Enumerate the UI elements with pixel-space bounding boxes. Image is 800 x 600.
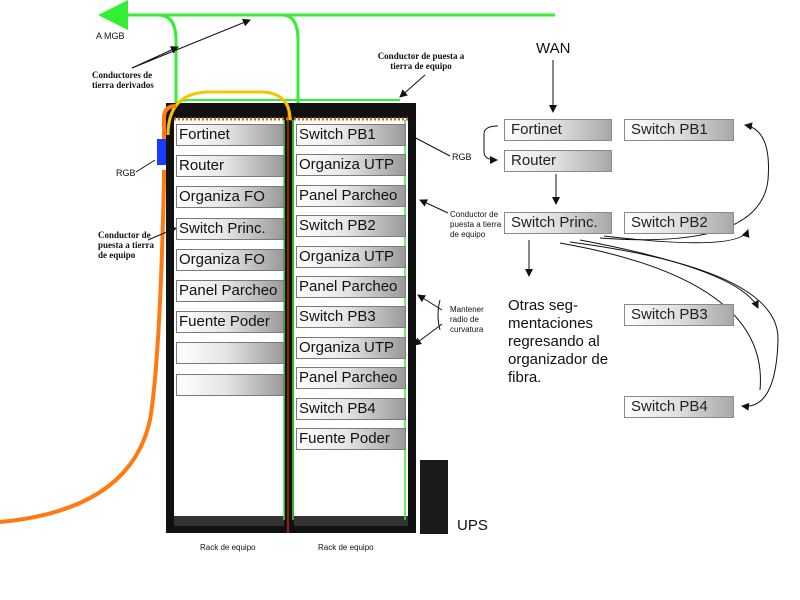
rack-right-unit-9: Panel Parcheo — [296, 367, 406, 390]
link-pb2 — [603, 229, 750, 244]
topology-switch-pb2: Switch PB2 — [624, 212, 734, 234]
arrow-fortinet-router — [483, 125, 499, 164]
rack-right-unit-5: Organiza UTP — [296, 245, 406, 268]
rack-right-unit-1: Switch PB1 — [296, 124, 406, 146]
link-pb1 — [599, 122, 770, 241]
rack-right-unit-8: Organiza UTP — [296, 336, 406, 359]
rack-right-unit-3: Panel Parcheo — [296, 184, 406, 207]
topology-router: Router — [504, 150, 612, 172]
rack-left-unit-6: Panel Parcheo — [176, 280, 284, 302]
leader-radio-brace — [437, 299, 441, 331]
link-pb4 — [569, 241, 779, 411]
topology-wan: WAN — [536, 40, 571, 57]
leader-conductor-mid — [419, 199, 449, 214]
link-pb3 — [579, 239, 759, 309]
leader-rgb-mid — [409, 134, 451, 157]
rack-left-unit-2: Router — [176, 155, 284, 178]
topology-switch-pb1: Switch PB1 — [624, 119, 734, 141]
rack-right-unit-10: Switch PB4 — [296, 397, 406, 420]
label-conductor-puesta-top: Conductor de puesta a tierra de equipo — [377, 51, 465, 71]
label-rgb-mid: RGB — [452, 152, 472, 162]
label-amgb: A MGB — [96, 31, 125, 41]
topology-fortinet: Fortinet — [504, 119, 612, 141]
rack-right-unit-2: Organiza UTP — [296, 154, 406, 177]
rack-left-unit-7: Fuente Poder — [176, 311, 284, 334]
fiber-orange — [0, 170, 166, 524]
derived-conductor-left — [157, 13, 178, 110]
rack-left-unit-4: Switch Princ. — [176, 217, 284, 240]
topology-switch-pb3: Switch PB3 — [624, 304, 734, 326]
ups-box — [420, 460, 448, 534]
leader-conductor-top — [399, 74, 426, 98]
rack-right-unit-11: Fuente Poder — [296, 428, 406, 450]
rack-right-unit-7: Switch PB3 — [296, 306, 406, 329]
label-conductor-puesta-left: Conductor de puesta a tierra de equipo — [98, 230, 154, 260]
topology-switch-princ: Switch Princ. — [504, 212, 612, 234]
rack-right-unit-6: Panel Parcheo — [296, 276, 406, 298]
rack-left-unit-8 — [176, 342, 284, 365]
fiber-yellow — [166, 90, 292, 136]
rack-left-unit-1: Fortinet — [176, 124, 284, 146]
rgb-blue-marker — [157, 139, 166, 165]
label-conductores-derivados: Conductores de tierra derivados — [92, 70, 154, 90]
rack-right-base — [294, 516, 408, 526]
label-rgb-left: RGB — [116, 168, 136, 178]
label-rack-left: Rack de equipo — [200, 543, 256, 552]
topology-switch-pb4: Switch PB4 — [624, 396, 734, 418]
label-mantener-radio: Mantener radio de curvatura — [450, 305, 484, 334]
rack-right-unit-4: Switch PB2 — [296, 215, 406, 238]
fiber-orange-top — [162, 104, 177, 150]
leader-derived-2 — [131, 18, 251, 69]
leader-conductor-left — [147, 227, 177, 241]
label-ups: UPS — [457, 517, 488, 534]
leader-radio-2 — [413, 323, 443, 346]
rack-left-unit-9 — [176, 373, 284, 396]
label-conductor-puesta-mid: Conductor de puesta a tierra de equipo — [450, 210, 502, 239]
rack-left-unit-3: Organiza FO — [176, 186, 284, 209]
leader-rgb-left — [135, 159, 156, 173]
rack-left-base — [174, 516, 284, 526]
topology-note: Otras seg-mentaciones regresando al orga… — [508, 297, 609, 386]
derived-conductor-right — [281, 13, 300, 110]
label-rack-right: Rack de equipo — [318, 543, 374, 552]
rack-left-unit-5: Organiza FO — [176, 248, 284, 271]
link-pb4b — [559, 242, 761, 391]
